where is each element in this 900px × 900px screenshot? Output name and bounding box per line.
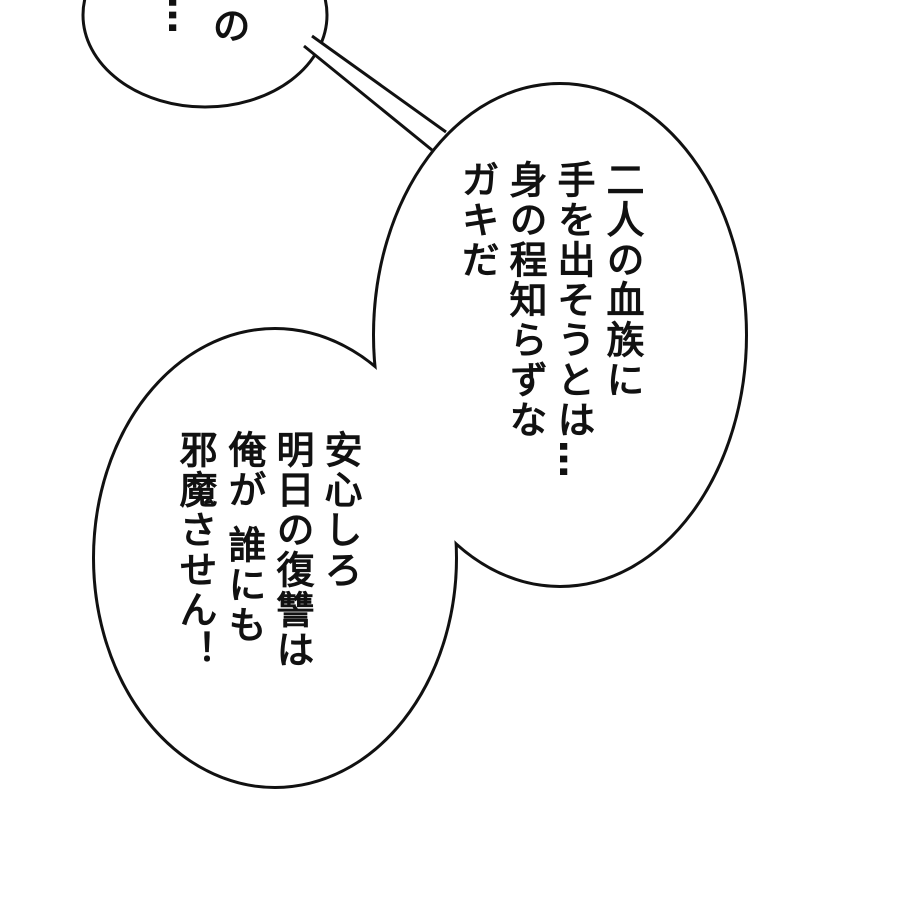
bubble3-line-2: 明日の復讐は	[270, 430, 314, 670]
bubble3-line-1: 安心しろ	[318, 430, 362, 590]
bubble-merged	[92, 82, 748, 789]
bubble1-line-2: の	[206, 6, 250, 46]
bubble3-line-4: 邪魔させん！	[173, 430, 217, 670]
bubble2-line-4: ガキだ	[455, 160, 499, 280]
bubble2-line-2: 手を出そうとは…	[551, 160, 595, 480]
bubble2-line-3: 身の程知らずな	[503, 160, 547, 440]
bubble-top-left	[81, 0, 329, 109]
bubble3-line-3: 俺が 誰にも	[222, 430, 266, 646]
bubble-connector	[302, 34, 447, 152]
bubble1-line-1: …	[160, 0, 204, 36]
bubble2-line-1: 二人の血族に	[600, 160, 644, 400]
